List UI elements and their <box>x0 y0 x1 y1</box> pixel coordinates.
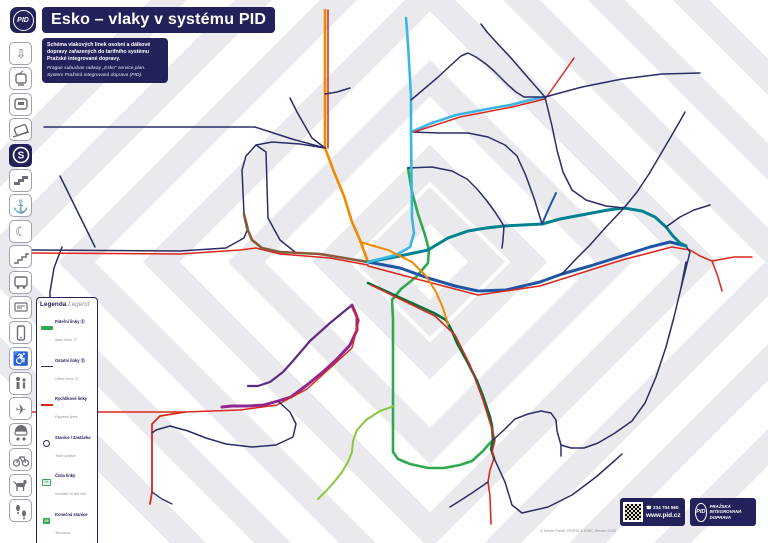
rail-line-mb-nymburk <box>544 96 625 209</box>
airplane-icon: ✈ <box>9 397 32 421</box>
brand-text: PRAŽSKÁ INTEGROVANÁ DOPRAVA <box>709 504 742 520</box>
pid-logo: PID <box>10 7 36 33</box>
zone-ring <box>227 59 633 465</box>
ticket-icon <box>9 295 32 319</box>
rail-line-kutna-hora <box>711 260 723 292</box>
terminus-swatch: S9 <box>42 518 51 524</box>
rail-line-s3-mlada-boleslav <box>409 95 547 134</box>
legend-title: Legenda Legend <box>40 301 94 308</box>
rail-line-sazava-kolin <box>492 261 687 449</box>
subtitle-english: Prague suburban railway „Esko“ service p… <box>47 66 146 78</box>
bus-icon <box>9 270 32 294</box>
rail-line-r26-pribram <box>149 411 186 505</box>
esko-s-icon: S <box>9 143 32 167</box>
page-title: Esko – vlaky v systému PID <box>42 7 276 33</box>
rail-line-libice <box>665 204 711 228</box>
other-line-swatch <box>40 365 53 368</box>
rail-line-kolin-loop <box>680 245 691 289</box>
rail-line-louny-slany <box>43 126 326 149</box>
station-swatch <box>40 440 53 448</box>
subtitle-box: Schéma vlakových linek osobní a dálkové … <box>42 38 168 83</box>
express-line-swatch <box>40 404 53 407</box>
rail-line-s8-vrane <box>390 166 495 470</box>
rail-line-velvary <box>289 97 326 149</box>
pid-roundel-icon: PID <box>695 502 707 522</box>
svg-text:⇩: ⇩ <box>15 47 25 61</box>
pid-logo-icon: PID <box>12 9 34 31</box>
rail-line-s76-liten <box>151 400 297 448</box>
rail-line-luzec <box>324 87 351 95</box>
rail-line-sedlcany <box>449 481 489 508</box>
rail-line-s3-vsetaty <box>366 16 416 264</box>
wc-family-icon <box>9 372 32 396</box>
phone-number: ☎ 234 704 560 <box>646 504 679 510</box>
stairs-icon <box>9 245 32 269</box>
brand-box: PID PRAŽSKÁ INTEGROVANÁ DOPRAVA <box>690 498 756 526</box>
night-icon: ☾ <box>9 219 32 243</box>
credit-text: © Martin Pavlů, ROPID & IDSK, březen 202… <box>540 529 616 533</box>
rail-line-brandys <box>407 166 505 227</box>
rail-line-breznice-stub <box>151 491 173 505</box>
phone-icon <box>9 321 32 345</box>
main-line-swatch <box>40 326 53 330</box>
rail-line-r10 <box>367 246 753 296</box>
transport-modes-sidebar: ⇩ S ⚓ ☾ ♿ ✈ <box>9 42 34 524</box>
rail-line-s49-city <box>359 241 449 325</box>
rail-line-r21-turnov <box>413 57 575 133</box>
rail-line-sadska <box>561 207 625 275</box>
rail-line-s5-kladno <box>242 212 370 264</box>
anchor-icon: ⚓ <box>9 194 32 218</box>
qr-code <box>623 502 643 522</box>
rail-line-tuchomerice <box>255 144 296 253</box>
svg-text:⚓: ⚓ <box>12 199 28 214</box>
zone-ring <box>58 0 768 543</box>
footprints-icon <box>9 499 32 523</box>
bicycle-icon <box>9 448 32 472</box>
website-link[interactable]: www.pid.cz <box>646 512 681 520</box>
rail-line-mutejovice <box>59 175 96 248</box>
rail-line-s88-dobris <box>317 405 395 500</box>
zone-ring <box>312 144 548 380</box>
rail-line-lysa-vsetaty <box>410 131 543 225</box>
svg-text:♿: ♿ <box>12 351 28 366</box>
pram-icon <box>9 422 32 446</box>
arrow-down-icon: ⇩ <box>9 42 32 65</box>
rail-line-r24 <box>29 247 369 266</box>
rail-line-rozdalovice <box>623 111 686 209</box>
line-number-swatch: S9 <box>40 478 53 486</box>
rail-line-bela-bezdez <box>480 23 546 98</box>
escalator-icon <box>9 168 32 192</box>
subtitle-czech: Schéma vlakových linek osobní a dálkové … <box>47 42 151 62</box>
page-title-text: Esko – vlaky v systému PID <box>51 11 267 28</box>
metro-icon <box>9 92 32 116</box>
wheelchair-icon: ♿ <box>9 346 32 370</box>
rail-line-vlasim <box>493 453 623 514</box>
svg-text:✈: ✈ <box>15 402 26 417</box>
funicular-icon <box>9 118 32 142</box>
tram-icon <box>9 67 32 91</box>
zone-ring <box>355 187 505 337</box>
rail-line-s22-milovice <box>541 192 557 225</box>
svg-text:☾: ☾ <box>15 224 27 239</box>
rail-line-s6-rudna <box>246 303 354 388</box>
contact-box: ☎ 234 704 560 www.pid.cz <box>620 498 685 526</box>
rail-line-mseno <box>410 52 546 101</box>
rail-line-r16 <box>21 307 360 413</box>
legend-title-cs: Legenda <box>40 301 67 308</box>
svg-text:S: S <box>17 151 24 162</box>
legend-title-en: Legend <box>68 301 90 308</box>
dog-icon <box>9 473 32 497</box>
rail-line-dolni-bousov <box>544 72 701 98</box>
zone-ring <box>142 0 718 543</box>
rail-line-mochov <box>501 225 505 249</box>
